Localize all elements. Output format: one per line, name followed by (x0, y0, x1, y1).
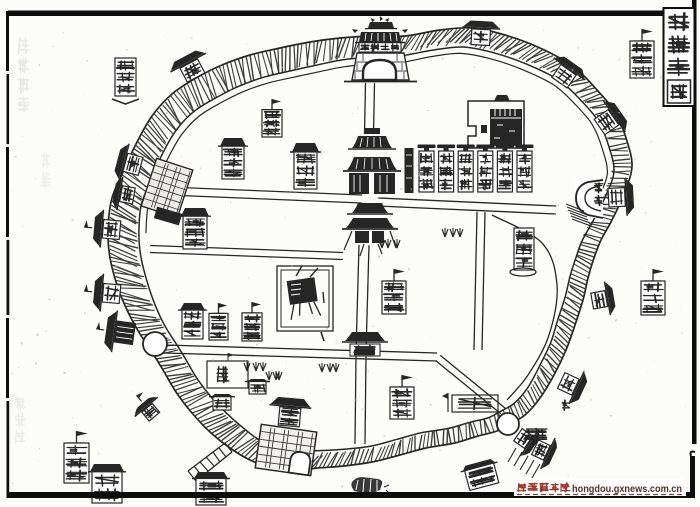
svg-text:hongdou.gxnews.com.cn: hongdou.gxnews.com.cn (572, 483, 682, 495)
